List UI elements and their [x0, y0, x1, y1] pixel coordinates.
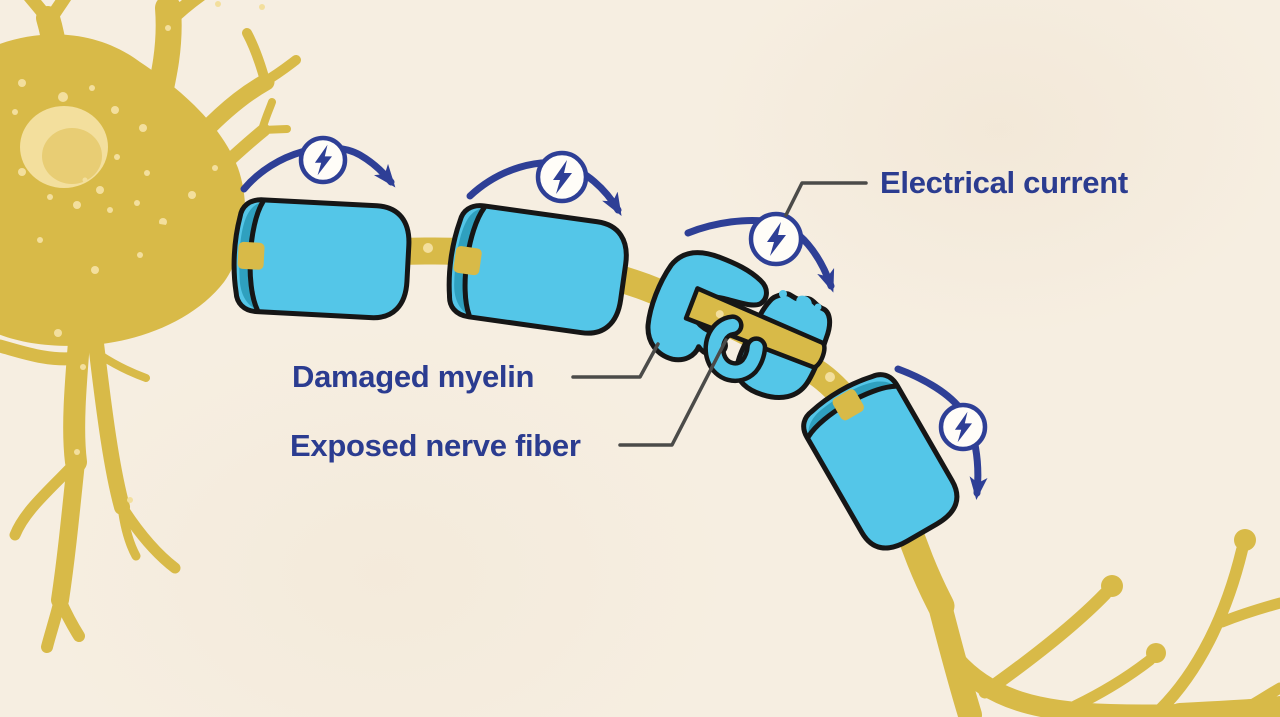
- lightning-bolt-icon: [938, 402, 988, 452]
- damaged-segment-hook: [703, 314, 768, 383]
- current-arrows: [240, 135, 988, 500]
- label-damaged-myelin: Damaged myelin: [292, 359, 534, 394]
- neuron-cell-body: [0, 0, 301, 653]
- axon-terminals: [926, 529, 1280, 717]
- soma-speckles: [12, 1, 265, 503]
- callout-line-exposed-nerve-fiber: [618, 338, 728, 447]
- myelin-segment-4: [801, 372, 960, 551]
- myelin-segment-1: [231, 197, 412, 321]
- dendrites-lower: [0, 319, 181, 653]
- callout-line-electrical-current: [784, 181, 868, 217]
- label-electrical-current: Electrical current: [880, 165, 1128, 200]
- exposed-fiber: [683, 286, 827, 370]
- soma: [0, 34, 246, 346]
- current-arrow-1: [240, 144, 396, 193]
- lightning-bolt-icon: [298, 135, 348, 185]
- label-exposed-nerve-fiber: Exposed nerve fiber: [290, 428, 581, 463]
- lightning-bolt-icon: [535, 150, 589, 204]
- nucleus: [20, 106, 108, 188]
- myelin-segment-2: [446, 203, 629, 336]
- myelin-debris-droplets: [779, 290, 822, 316]
- lightning-bolt-icon: [748, 211, 804, 267]
- callout-line-damaged-myelin: [571, 342, 660, 379]
